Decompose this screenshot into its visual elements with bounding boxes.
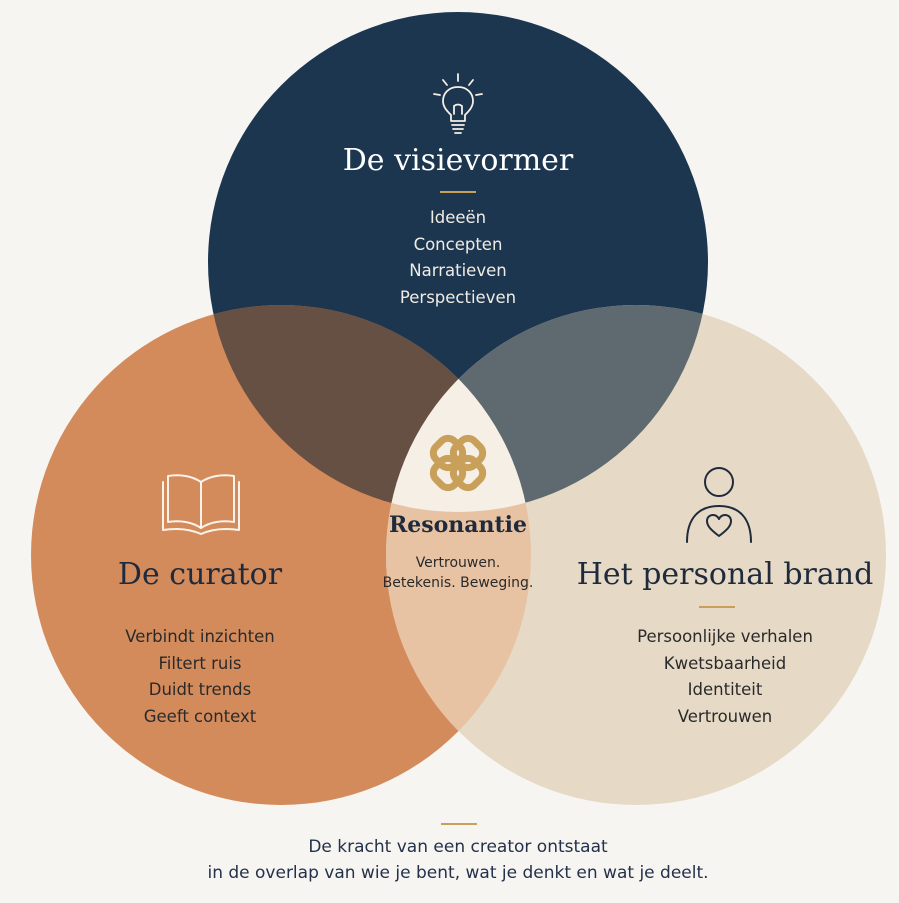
list-item: Identiteit <box>687 680 763 699</box>
person-heart-icon <box>686 467 752 543</box>
curator-list: Verbindt inzichten Filtert ruis Duidt tr… <box>80 624 320 730</box>
list-item: Concepten <box>413 234 503 254</box>
list-item: Vertrouwen <box>677 706 773 726</box>
visionary-divider <box>440 191 476 193</box>
visionary-list: Ideeën Concepten Narratieven Perspectiev… <box>300 205 616 311</box>
center-line-2: Betekenis. Beweging. <box>382 575 534 591</box>
footer-divider <box>441 823 477 825</box>
visionary-title: De visievormer <box>342 143 574 178</box>
footer-line-2: in de overlap van wie je bent, wat je de… <box>207 863 709 883</box>
open-book-icon <box>162 474 240 535</box>
brand-list: Persoonlijke verhalen Kwetsbaarheid Iden… <box>570 624 880 730</box>
list-item: Ideeën <box>429 208 487 227</box>
list-item: Verbindt inzichten <box>125 627 275 646</box>
list-item: Duidt trends <box>148 680 252 699</box>
list-item: Perspectieven <box>399 287 517 307</box>
list-item: Kwetsbaarheid <box>663 653 787 673</box>
footer-line-1: De kracht van een creator ontstaat <box>308 837 608 857</box>
brand-divider <box>699 606 735 608</box>
center-line-1: Vertrouwen. <box>415 555 501 571</box>
list-item: Filtert ruis <box>158 653 242 673</box>
list-item: Geeft context <box>143 706 257 726</box>
overlap-visionary-curator <box>208 305 531 512</box>
curator-title: De curator <box>117 557 283 592</box>
overlap-visionary-brand <box>386 305 708 512</box>
interlinked-knot-icon <box>429 434 487 492</box>
brand-title: Het personal brand <box>576 557 874 592</box>
list-item: Narratieven <box>409 261 507 280</box>
list-item: Persoonlijke verhalen <box>637 627 813 646</box>
center-title: Resonantie <box>388 512 528 538</box>
lightbulb-icon <box>433 73 483 134</box>
